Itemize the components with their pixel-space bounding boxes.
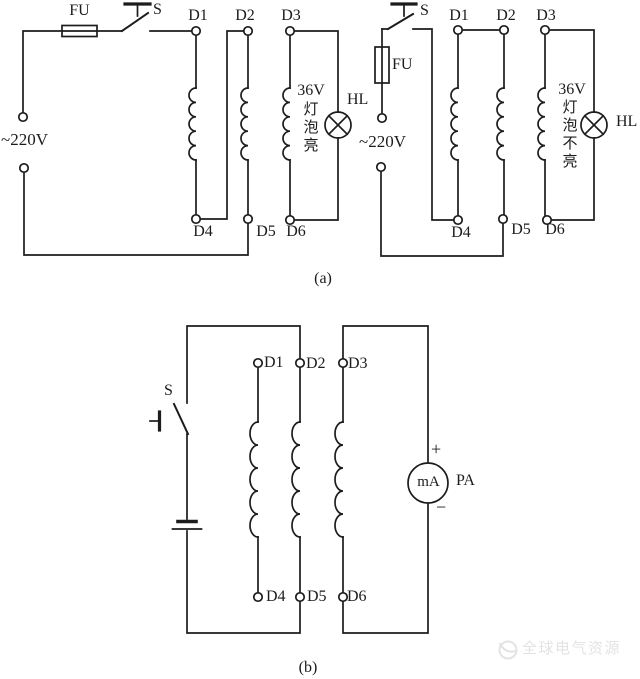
terminal-label-d3: D3 <box>348 355 368 372</box>
terminal-label-d3: D3 <box>536 7 556 24</box>
terminal-dot <box>242 213 254 225</box>
wire <box>186 325 301 404</box>
lamp-state-note: 灯泡不亮 <box>562 100 578 170</box>
meter-minus-sign: − <box>436 497 447 517</box>
terminal-dot <box>498 24 510 36</box>
watermark-text: 全球电气资源 <box>522 641 622 657</box>
lamp-label: HL <box>347 91 369 108</box>
terminal-label-d1: D1 <box>188 7 208 24</box>
terminal-dot <box>337 591 349 603</box>
winding-coil-d1-d4 <box>249 421 259 538</box>
switch-symbol <box>120 2 152 33</box>
circuit-b-graphics <box>149 325 449 634</box>
meter-name-label: PA <box>456 472 475 489</box>
lamp-voltage-label: 36V <box>297 82 325 99</box>
switch-symbol <box>386 2 418 31</box>
wire <box>342 502 429 634</box>
circuit-a-left-graphics <box>17 2 352 256</box>
circuit-a-right-graphics <box>374 2 608 257</box>
wire <box>293 30 339 221</box>
fuse-label: FU <box>392 56 413 73</box>
terminal-dot <box>294 357 306 369</box>
terminal-dot <box>452 24 464 36</box>
terminal-dot <box>539 24 551 36</box>
terminal-label-d6: D6 <box>545 221 565 238</box>
terminal-dot <box>452 214 464 226</box>
winding-coil-d3-d6 <box>537 87 546 161</box>
terminal-label-d4: D4 <box>451 224 471 241</box>
caption-part-a: (a) <box>314 270 332 287</box>
winding-coil-d2-d5 <box>496 87 505 161</box>
meter-plus-sign: + <box>431 439 442 459</box>
wire <box>342 325 429 464</box>
terminal-dots <box>252 357 349 603</box>
terminal-dot <box>294 591 306 603</box>
terminal-label-d2: D2 <box>235 7 255 24</box>
terminal-dots <box>375 24 553 226</box>
terminal-label-d1: D1 <box>264 354 284 371</box>
terminal-dot <box>17 111 29 123</box>
terminal-dot <box>18 162 30 174</box>
lamp-voltage-label: 36V <box>558 81 586 98</box>
terminal-label-d4: D4 <box>193 223 213 240</box>
switch-label: S <box>420 2 429 19</box>
terminal-label-d5: D5 <box>307 588 327 605</box>
winding-coil-d3-d6 <box>334 421 344 538</box>
supply-voltage-label: ~220V <box>359 132 406 151</box>
terminal-dot <box>497 213 509 225</box>
fuse-symbol <box>61 24 98 38</box>
terminal-dots <box>17 25 296 226</box>
winding-coil-d3-d6 <box>282 87 291 161</box>
wire <box>186 433 301 634</box>
wire-jumper-d4-d2 <box>199 30 245 220</box>
meter-face-label: mA <box>417 474 440 490</box>
milliammeter-symbol <box>407 462 449 504</box>
terminal-dot <box>541 214 553 226</box>
terminal-label-d1: D1 <box>449 7 469 24</box>
battery-symbol <box>171 519 203 530</box>
switch-symbol <box>149 402 190 436</box>
terminal-label-d5: D5 <box>511 221 531 238</box>
terminal-dot <box>242 25 254 37</box>
terminal-dot <box>190 213 202 225</box>
terminal-dot <box>252 591 264 603</box>
caption-part-b: (b) <box>298 659 318 676</box>
switch-label: S <box>164 382 173 399</box>
winding-coil-d2-d5 <box>240 87 249 161</box>
watermark-logo <box>498 640 518 660</box>
terminal-label-d6: D6 <box>347 588 367 605</box>
terminal-dot <box>375 161 387 173</box>
switch-label: S <box>153 1 162 18</box>
lamp-symbol <box>324 111 352 139</box>
terminal-dot <box>252 357 264 369</box>
fuse-symbol <box>374 46 390 84</box>
lamp-state-note: 灯泡亮 <box>303 102 319 154</box>
terminal-dot <box>337 357 349 369</box>
terminal-label-d6: D6 <box>286 223 306 240</box>
terminal-label-d4: D4 <box>266 588 286 605</box>
terminal-label-d3: D3 <box>281 7 301 24</box>
terminal-dot <box>190 25 202 37</box>
winding-coil-d2-d5 <box>291 421 301 538</box>
supply-voltage-label: ~220V <box>1 130 48 149</box>
terminal-dot <box>284 214 296 226</box>
winding-coil-d1-d4 <box>188 87 197 161</box>
wire <box>380 28 504 257</box>
terminal-dot <box>376 112 388 124</box>
lamp-symbol <box>580 111 608 139</box>
terminal-label-d2: D2 <box>306 355 326 372</box>
terminal-label-d2: D2 <box>496 7 516 24</box>
winding-coil-d1-d4 <box>450 87 459 161</box>
lamp-label: HL <box>616 113 638 130</box>
fuse-label: FU <box>69 2 90 19</box>
wire <box>23 171 249 256</box>
wire <box>548 29 595 221</box>
wire <box>22 30 123 114</box>
terminal-dot <box>284 25 296 37</box>
terminal-label-d5: D5 <box>256 223 276 240</box>
